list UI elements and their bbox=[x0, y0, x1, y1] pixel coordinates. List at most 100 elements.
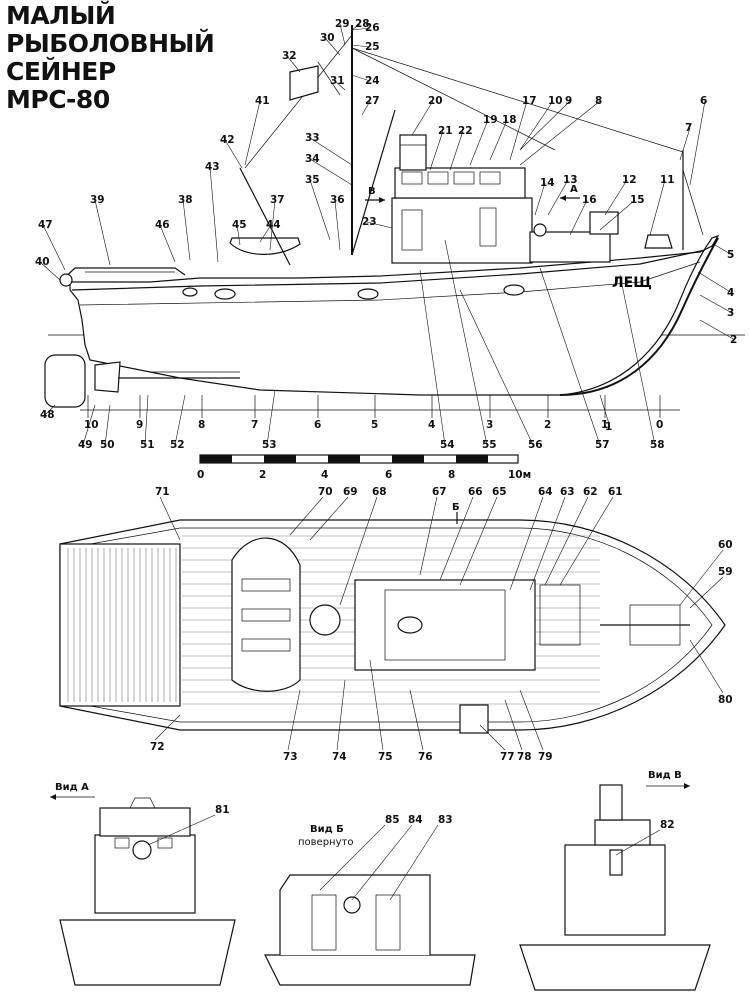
leader bbox=[547, 179, 569, 216]
callout-9: 9 bbox=[565, 95, 572, 107]
callout-34: 34 bbox=[305, 153, 320, 165]
callout-84: 84 bbox=[408, 814, 423, 826]
callout-38: 38 bbox=[178, 194, 193, 206]
leader bbox=[174, 394, 186, 446]
callout-52: 52 bbox=[170, 439, 185, 451]
aft-roller bbox=[59, 273, 73, 287]
view-a-window bbox=[114, 837, 130, 849]
leader bbox=[534, 182, 546, 216]
callout-46: 46 bbox=[155, 219, 170, 231]
forecastle-cabin bbox=[529, 231, 611, 263]
dinghy-seat bbox=[241, 608, 291, 622]
leader bbox=[615, 829, 661, 856]
callout-7: 7 bbox=[685, 122, 692, 134]
dinghy-seats bbox=[241, 578, 291, 652]
callout-59: 59 bbox=[718, 566, 733, 578]
callout-58: 58 bbox=[650, 439, 665, 451]
callout-78: 78 bbox=[517, 751, 532, 763]
view-b-hull bbox=[264, 954, 476, 986]
callout-72: 72 bbox=[150, 741, 165, 753]
porthole bbox=[503, 284, 525, 296]
leader bbox=[519, 100, 601, 166]
leader bbox=[409, 689, 424, 751]
callout-47: 47 bbox=[38, 219, 53, 231]
callout-26: 26 bbox=[365, 22, 380, 34]
leader bbox=[599, 199, 636, 231]
stem-line bbox=[559, 237, 719, 396]
leader bbox=[259, 224, 272, 243]
title-line-1: МАЛЫЙ bbox=[6, 1, 116, 30]
leader bbox=[419, 269, 446, 446]
leader bbox=[361, 100, 371, 116]
leader bbox=[339, 496, 378, 606]
callout-66: 66 bbox=[468, 486, 483, 498]
frame-number: 3 bbox=[486, 419, 493, 431]
stay-fwd bbox=[351, 47, 684, 153]
leader bbox=[559, 496, 614, 586]
callout-28: 28 bbox=[355, 18, 370, 30]
leader bbox=[351, 23, 361, 31]
leader bbox=[366, 221, 393, 229]
leader bbox=[334, 80, 346, 91]
wheelhouse-plan bbox=[384, 589, 506, 661]
arrow-b-head bbox=[379, 197, 385, 203]
callout-2: 2 bbox=[730, 334, 737, 346]
leader bbox=[159, 496, 181, 541]
callout-67: 67 bbox=[432, 486, 447, 498]
hull-name: ЛЕЩ bbox=[612, 275, 652, 291]
callout-11: 11 bbox=[660, 174, 675, 186]
frame-number: 2 bbox=[544, 419, 551, 431]
callout-25: 25 bbox=[365, 41, 380, 53]
frame-number: 4 bbox=[428, 419, 435, 431]
callout-3: 3 bbox=[727, 307, 734, 319]
callout-10: 10 bbox=[548, 95, 563, 107]
view-b-house bbox=[279, 874, 431, 955]
callout-21: 21 bbox=[438, 125, 453, 137]
leader bbox=[439, 496, 474, 581]
leader bbox=[309, 137, 353, 166]
leader bbox=[539, 267, 601, 446]
leader bbox=[519, 689, 544, 751]
view-a-label: Вид А bbox=[55, 782, 89, 793]
leader bbox=[544, 496, 589, 586]
callout-41: 41 bbox=[255, 95, 270, 107]
frame-number: 7 bbox=[251, 419, 258, 431]
callout-16: 16 bbox=[582, 194, 597, 206]
callout-5: 5 bbox=[727, 249, 734, 261]
leader bbox=[351, 44, 371, 48]
view-b-door bbox=[375, 894, 401, 951]
scale-seg bbox=[200, 455, 232, 463]
leader bbox=[699, 319, 736, 341]
sheer-line bbox=[71, 249, 706, 291]
leader bbox=[309, 179, 331, 241]
callout-49: 49 bbox=[78, 439, 93, 451]
callout-51: 51 bbox=[140, 439, 155, 451]
leader bbox=[351, 74, 371, 82]
leader bbox=[714, 244, 733, 256]
leader bbox=[324, 37, 341, 56]
wheelhouse-window bbox=[453, 171, 475, 185]
callout-30: 30 bbox=[320, 32, 335, 44]
leader bbox=[529, 496, 566, 591]
leader bbox=[429, 130, 444, 171]
leader bbox=[147, 814, 216, 846]
callout-33: 33 bbox=[305, 132, 320, 144]
title-line-2: РЫБОЛОВНЫЙ bbox=[6, 29, 215, 58]
view-v-funnel bbox=[599, 784, 623, 821]
view-a-porthole bbox=[132, 840, 152, 860]
callout-32: 32 bbox=[282, 50, 297, 62]
scale-tick: 8 bbox=[448, 469, 455, 481]
leader bbox=[459, 496, 498, 586]
view-v: Вид В 82 bbox=[519, 770, 711, 991]
leader bbox=[39, 261, 61, 281]
leader bbox=[144, 394, 149, 446]
view-b-label: Вид Б bbox=[310, 824, 344, 835]
leader bbox=[619, 274, 656, 446]
leader bbox=[519, 100, 571, 151]
callout-77: 77 bbox=[500, 751, 515, 763]
deckhouse-plan bbox=[354, 579, 536, 671]
leader bbox=[699, 294, 733, 314]
